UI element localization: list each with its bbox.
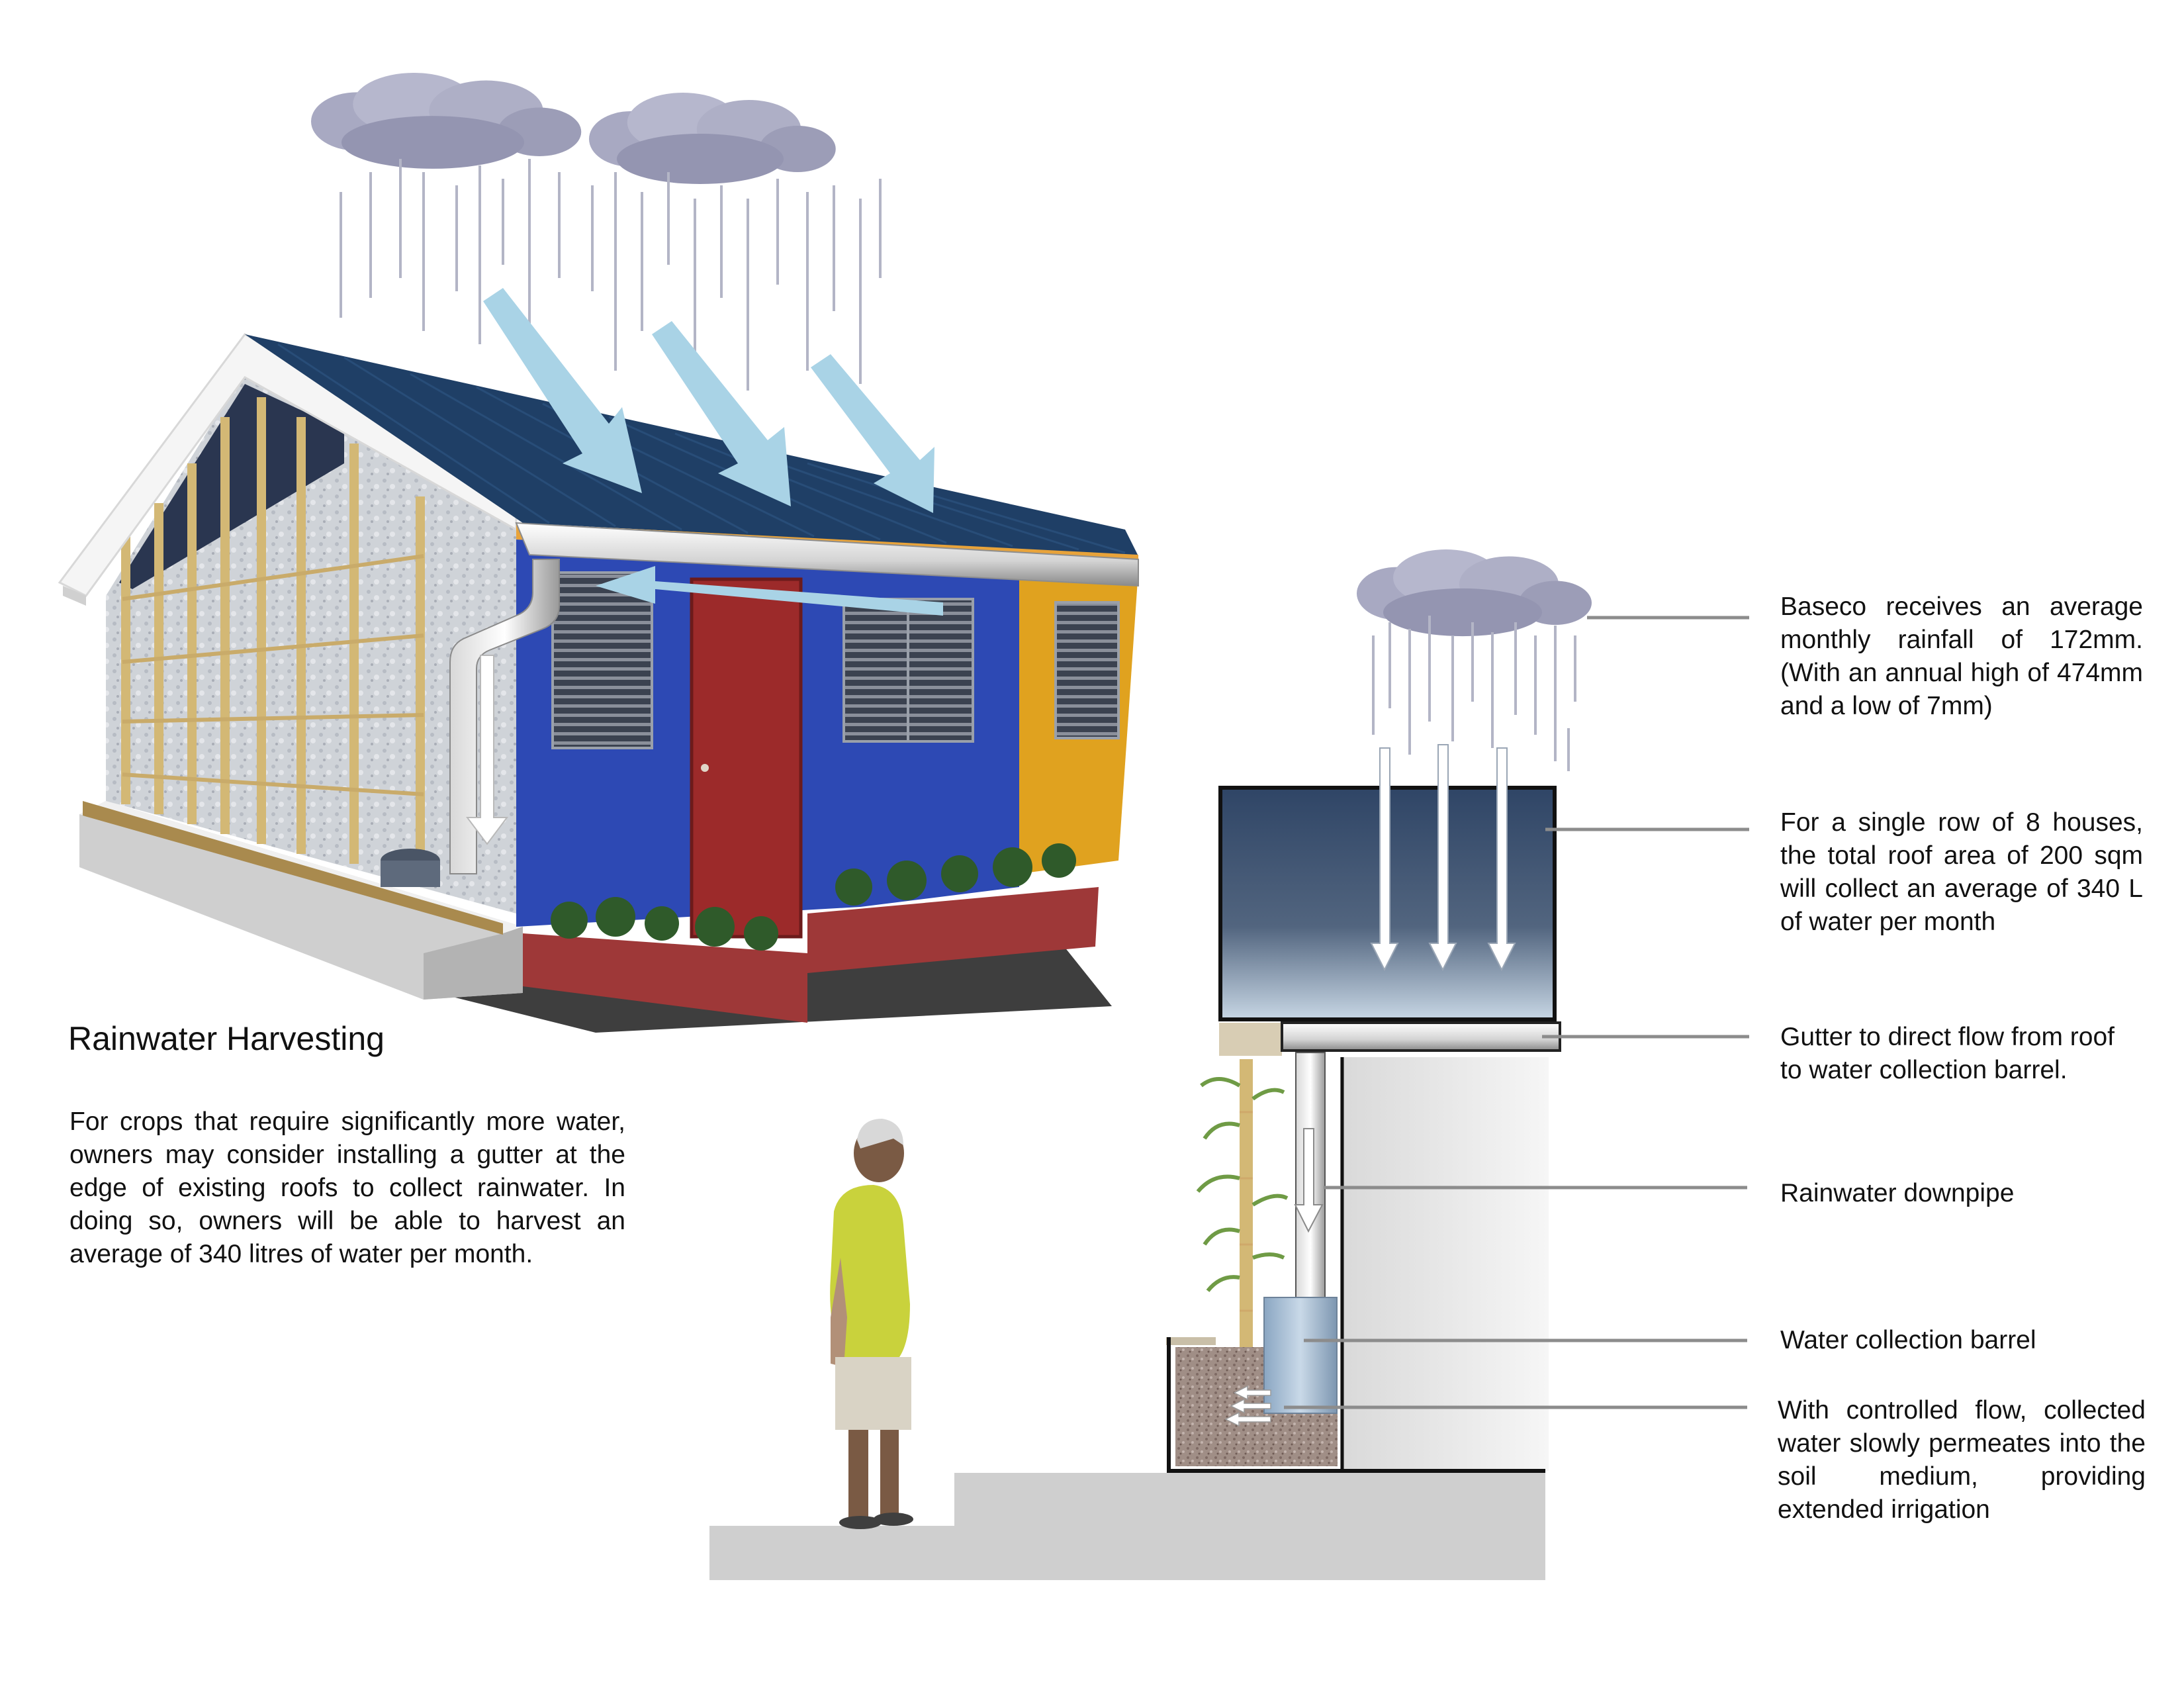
page-title: Rainwater Harvesting <box>68 1020 385 1057</box>
rain-arrow-icon <box>1370 744 1516 972</box>
rain-lines <box>340 159 882 391</box>
collection-barrel <box>1263 1297 1338 1414</box>
downpipe <box>449 559 560 874</box>
description-text: For crops that require significantly mor… <box>69 1107 625 1268</box>
gutter <box>515 522 1139 587</box>
house-wall <box>1340 1057 1549 1471</box>
annotation-rainfall: Baseco receives an average monthly rainf… <box>1780 592 2143 720</box>
section-diagram <box>709 549 1749 1580</box>
annotation-barrel: Water collection barrel <box>1780 1326 2036 1354</box>
house-illustration <box>58 73 1139 1033</box>
annotation-controlled-flow: With controlled flow, collected water sl… <box>1778 1396 2146 1524</box>
annotation-downpipe: Rainwater downpipe <box>1780 1179 2015 1207</box>
rain-arrow-icon <box>466 288 943 845</box>
section-gutter <box>1281 1021 1561 1052</box>
step-lower <box>709 1526 1545 1580</box>
leader-lines <box>1284 616 1749 1409</box>
section-downpipe <box>1295 1052 1326 1311</box>
person-figure <box>830 1119 913 1529</box>
window-right <box>1054 601 1120 739</box>
front-door <box>692 579 801 937</box>
window-left <box>551 571 653 749</box>
annotation-gutter: Gutter to direct flow from roof to water… <box>1780 1023 2115 1084</box>
annotation-roof-area: For a single row of 8 houses, the total … <box>1780 808 2143 936</box>
bamboo-trellis <box>121 397 425 880</box>
